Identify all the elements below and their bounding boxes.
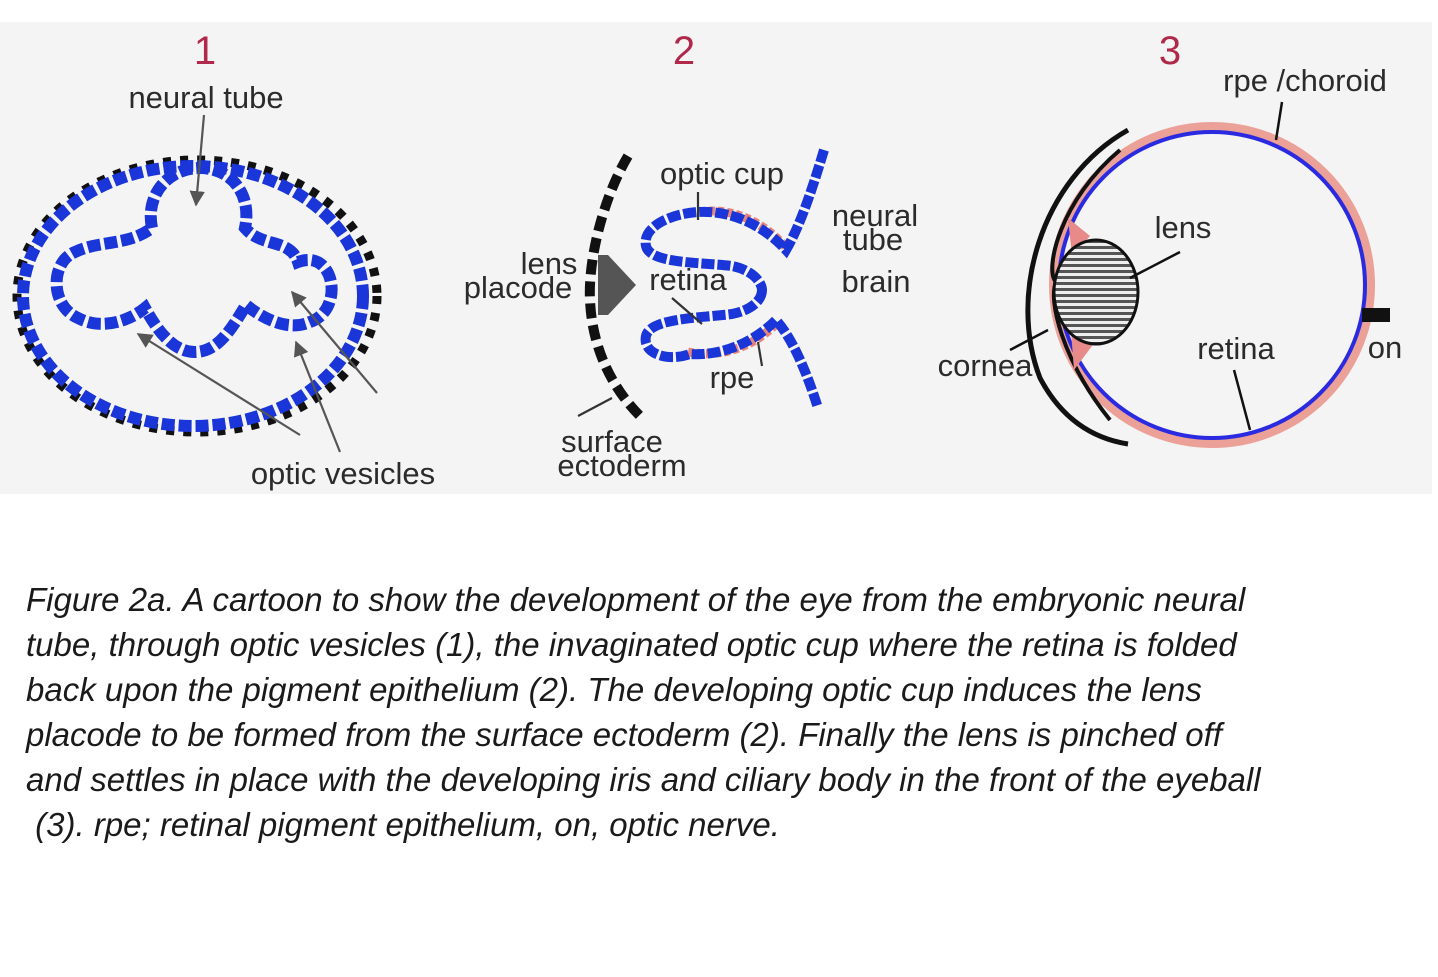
caption-line: tube, through optic vesicles (1), the in… [26, 626, 1237, 663]
panel-number-2: 2 [673, 29, 695, 73]
label-retina-panel2: retina [649, 262, 727, 297]
neural-tube-optic-vesicles [50, 161, 338, 359]
panel-number-1: 1 [194, 29, 216, 73]
panel-1: 1 neural tube optic vesicles [12, 29, 435, 491]
caption-line: placode to be formed from the surface ec… [26, 716, 1222, 753]
pointer-vesicle-left [136, 333, 301, 436]
optic-nerve [1362, 308, 1390, 322]
surface-ectoderm-ring [12, 155, 382, 437]
cornea-outer [1025, 127, 1130, 447]
label-optic-cup: optic cup [660, 156, 784, 191]
panel-3: 3 rpe /choroid lens cornea retina on [938, 29, 1402, 448]
caption-line: (3). rpe; retinal pigment epithelium, on… [26, 806, 780, 843]
caption-line: back upon the pigment epithelium (2). Th… [26, 671, 1202, 708]
label-ectoderm: ectoderm [557, 448, 686, 483]
surface-ectoderm-curve [584, 153, 644, 420]
label-optic-nerve: on [1368, 330, 1402, 365]
label-lens-panel3: lens [1155, 210, 1212, 245]
pointer-rpe-choroid [1274, 101, 1284, 141]
label-brain: brain [842, 264, 911, 299]
panel-2: 2 optic cup neural tube brain lens placo… [464, 29, 918, 483]
label-cornea: cornea [938, 348, 1034, 383]
lens-body [1052, 238, 1140, 346]
pointer-retina-panel3 [1232, 369, 1252, 431]
eye-development-diagram: 1 neural tube optic vesicles 2 optic cup… [12, 29, 1402, 491]
pointer-surface-ectoderm [577, 397, 613, 417]
pointer-neural-tube [189, 114, 206, 207]
label-surface: surface [561, 424, 663, 459]
label-lens: lens [521, 246, 578, 281]
pointer-cornea [1009, 328, 1049, 352]
label-optic-vesicles: optic vesicles [251, 456, 435, 491]
pointer-lens [1129, 250, 1181, 280]
label-rpe-panel2: rpe [710, 360, 755, 395]
pointer-vesicle-right-a [293, 340, 342, 453]
caption-line: Figure 2a. A cartoon to show the develop… [26, 581, 1246, 618]
pointer-rpe-panel2 [756, 341, 764, 367]
figure-caption: Figure 2a. A cartoon to show the develop… [26, 577, 1434, 847]
lens-placode [598, 255, 636, 315]
label-neural-tube: neural tube [128, 80, 283, 115]
embryo-outline [17, 160, 369, 432]
label-rpe-choroid: rpe /choroid [1223, 63, 1387, 98]
pointer-retina-panel2 [671, 297, 703, 325]
label-retina-panel3: retina [1197, 331, 1275, 366]
optic-cup-upper [640, 148, 829, 291]
panel-number-3: 3 [1159, 29, 1181, 73]
pointer-vesicle-right-b [291, 290, 378, 394]
label-placode: placode [464, 270, 573, 305]
caption-line: and settles in place with the developing… [26, 761, 1261, 798]
label-tube: tube [843, 222, 903, 257]
optic-cup-lower [640, 289, 823, 410]
label-neural: neural [832, 198, 918, 233]
